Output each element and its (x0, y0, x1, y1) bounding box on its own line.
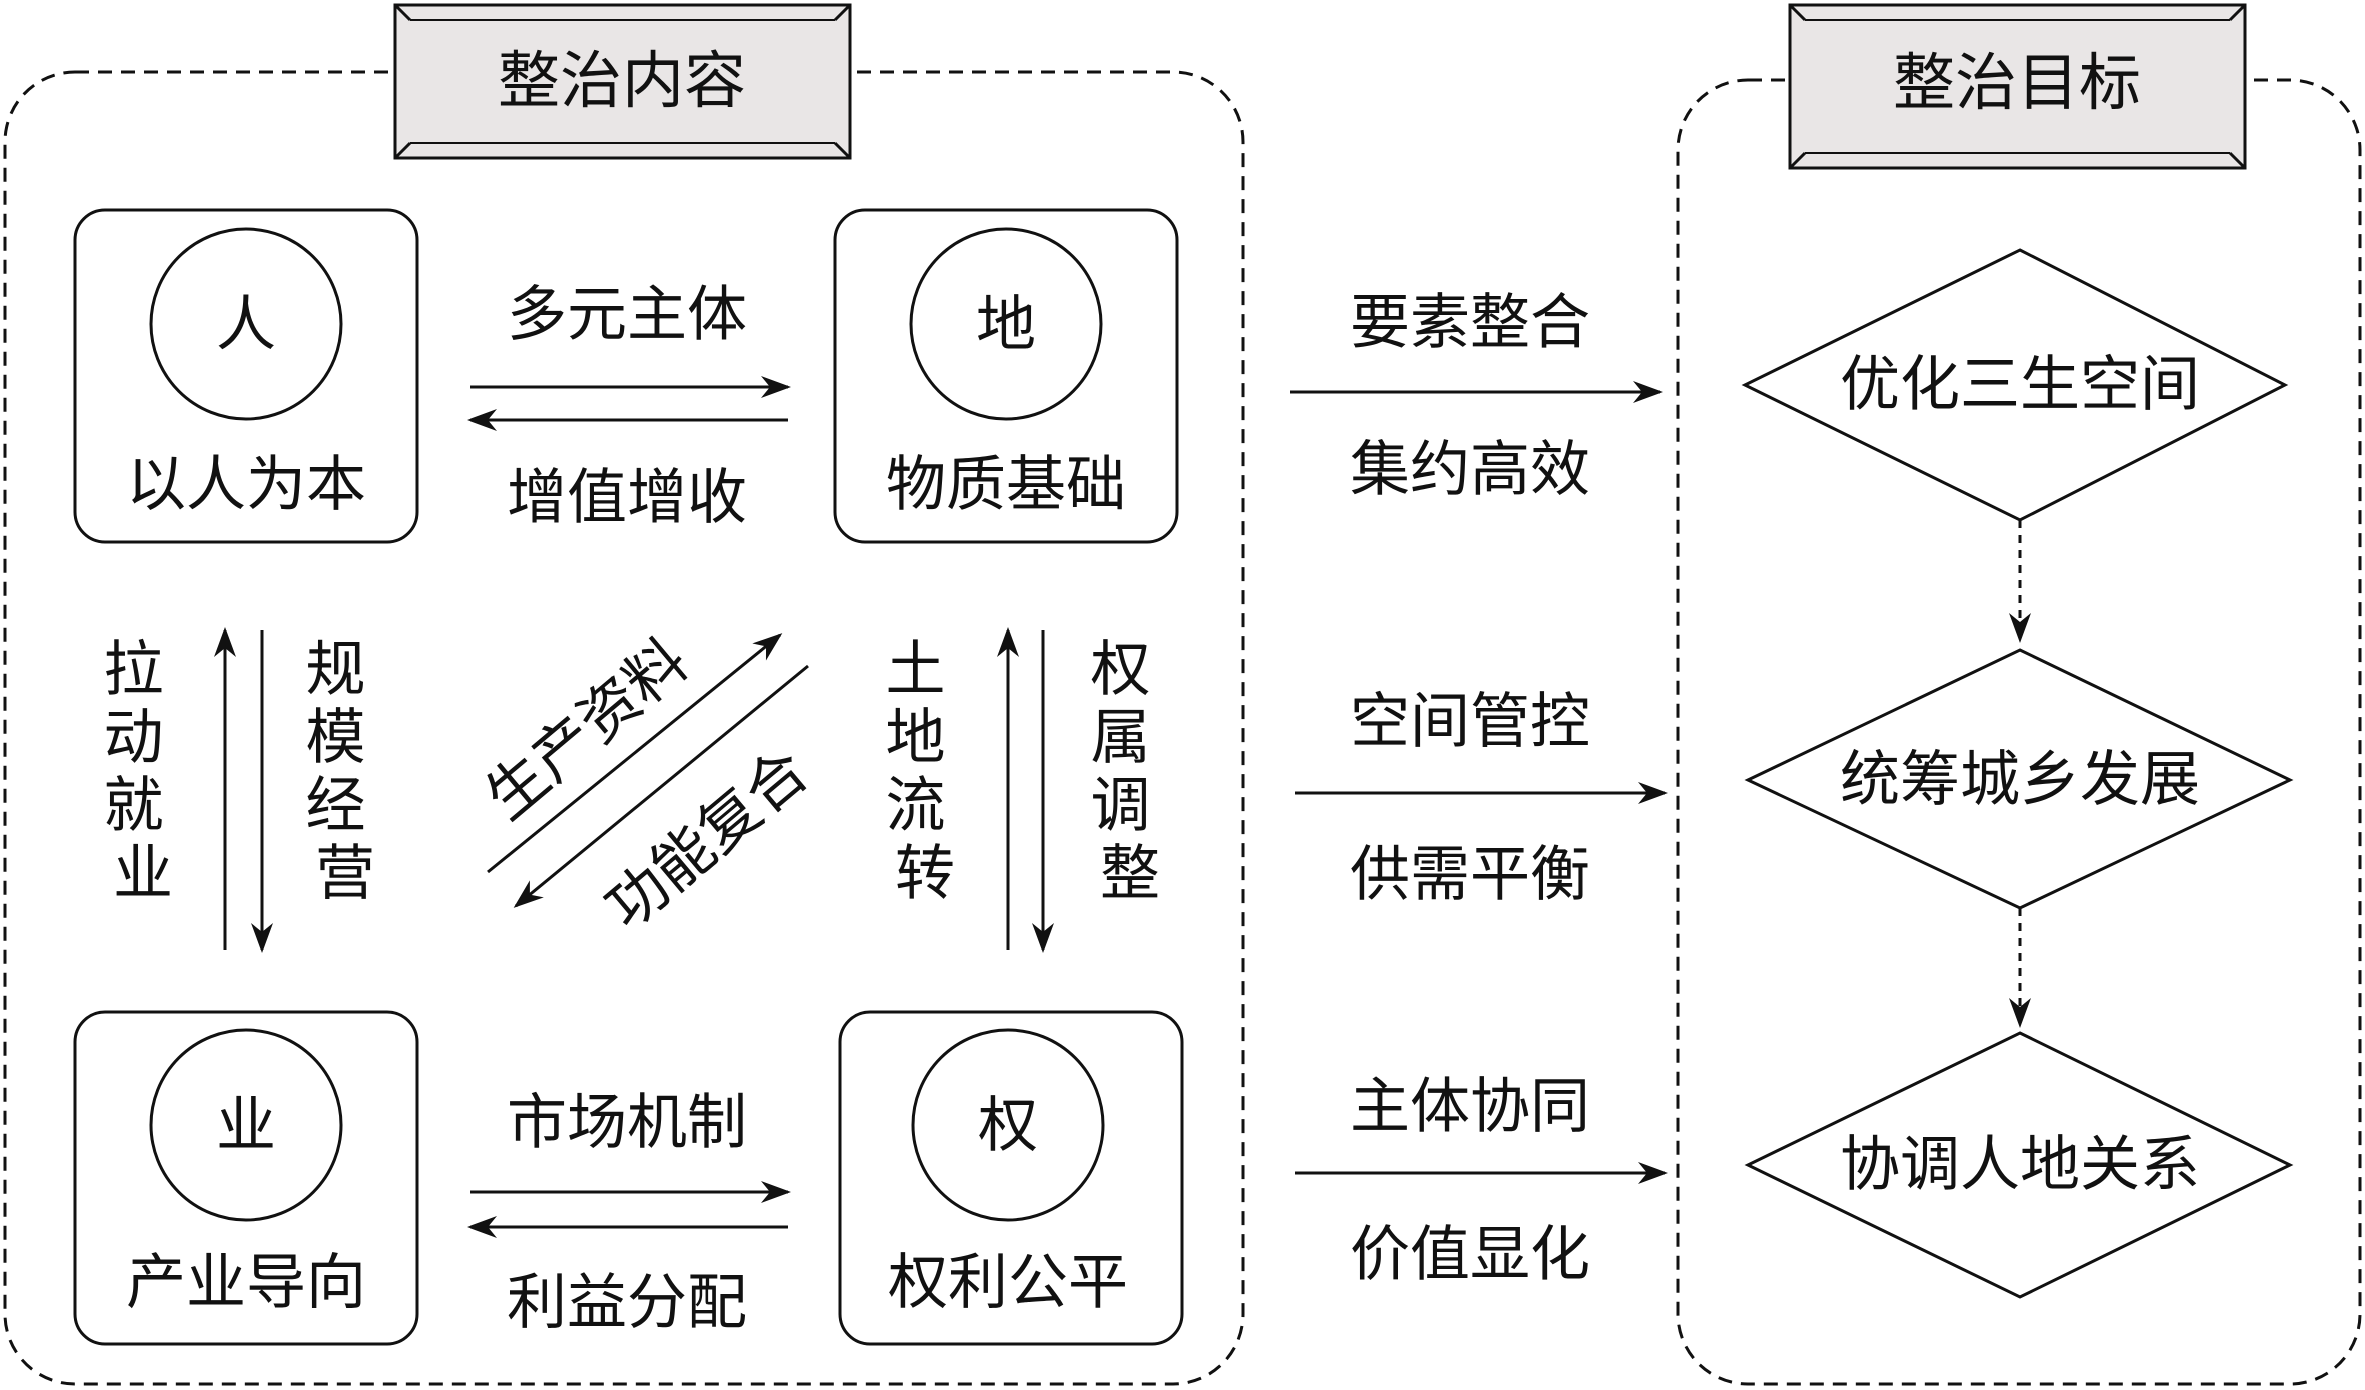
link-ren-ye-up-char: 动 (103, 703, 163, 773)
link-di-quan-down-label: 权 属 调 整 (1090, 635, 1169, 909)
link-diagonal-lower-label: 功能复合 (593, 736, 822, 944)
bridge-1: 要素整合 集约高效 (1290, 288, 1663, 505)
link-ye-quan-backward-label: 利益分配 (507, 1268, 747, 1338)
bridge-3: 主体协同 价值显化 (1295, 1072, 1668, 1290)
content-panel-border (3, 70, 1245, 1386)
node-di: 地 物质基础 (833, 208, 1179, 544)
link-diagonal-down-arrow (513, 664, 809, 908)
node-ren-char: 人 (216, 290, 276, 360)
bridge-2-bottom-label: 供需平衡 (1350, 840, 1590, 910)
link-ren-ye-up-label: 拉 动 就 业 (103, 635, 182, 909)
node-quan-circle (911, 1028, 1105, 1222)
node-ye-circle (149, 1028, 343, 1222)
link-ren-ye-down-char: 经 (305, 771, 365, 841)
node-ren-label: 以人为本 (126, 450, 366, 520)
node-ye-char: 业 (216, 1091, 276, 1161)
goal-3-diamond (1744, 1031, 2294, 1299)
link-ren-ye-up-char: 业 (113, 839, 173, 909)
goal-2-label: 统筹城乡发展 (1840, 745, 2200, 815)
goal-3: 协调人地关系 (1744, 1031, 2294, 1299)
link-diagonal-up-arrow (487, 633, 783, 874)
node-ren: 人 以人为本 (73, 208, 419, 544)
link-ren-ye-up-char: 拉 (103, 635, 163, 705)
node-quan: 权 权利公平 (838, 1010, 1184, 1346)
content-panel-title-text: 整治内容 (498, 44, 746, 117)
content-panel-title: 整治内容 (393, 3, 852, 160)
link-di-quan-down-char: 权 (1090, 635, 1150, 705)
node-ye-label: 产业导向 (126, 1248, 366, 1318)
node-di-label: 物质基础 (886, 450, 1126, 520)
link-di-quan-up-char: 土 (885, 635, 945, 705)
node-di-char: 地 (976, 290, 1036, 360)
link-ren-ye-down-char: 模 (305, 703, 365, 773)
bridge-1-top-label: 要素整合 (1350, 288, 1590, 358)
link-di-quan-up-char: 转 (895, 839, 955, 909)
goal-panel-title-text: 整治目标 (1893, 46, 2141, 119)
link-di-quan-up-char: 流 (885, 771, 945, 841)
link-di-quan-down-char: 调 (1090, 771, 1150, 841)
link-ren-di-forward-label: 多元主体 (507, 280, 747, 350)
bridge-1-bottom-label: 集约高效 (1350, 435, 1590, 505)
node-quan-char: 权 (978, 1091, 1038, 1161)
goal-3-label: 协调人地关系 (1840, 1130, 2200, 1200)
node-ye: 业 产业导向 (73, 1010, 419, 1346)
bridge-3-bottom-label: 价值显化 (1350, 1220, 1590, 1290)
link-di-quan-up-char: 地 (885, 703, 945, 773)
bridge-2-top-label: 空间管控 (1350, 687, 1590, 757)
goal-panel-border (1676, 78, 2362, 1386)
link-diagonal-upper-label: 生产资料 (473, 626, 702, 834)
link-ren-ye-up-char: 就 (103, 771, 163, 841)
node-ren-circle (149, 227, 343, 421)
bridge-2: 空间管控 供需平衡 (1295, 687, 1668, 910)
goal-2: 统筹城乡发展 (1744, 648, 2294, 910)
goal-panel-title: 整治目标 (1788, 3, 2247, 170)
link-ren-ye: 拉 动 就 业 规 模 经 营 (103, 627, 384, 953)
link-di-quan-down-char: 整 (1100, 839, 1160, 909)
node-quan-label: 权利公平 (888, 1248, 1128, 1318)
link-diagonal: 生产资料 功能复合 (473, 626, 822, 944)
goal-1: 优化三生空间 (1741, 248, 2289, 522)
node-di-circle (909, 227, 1103, 421)
link-ren-ye-down-char: 规 (305, 635, 365, 705)
link-ren-di-backward-label: 增值增收 (507, 463, 747, 533)
link-ren-ye-down-char: 营 (315, 839, 375, 909)
link-ye-quan-forward-label: 市场机制 (507, 1088, 747, 1158)
bridge-3-top-label: 主体协同 (1350, 1072, 1590, 1142)
link-ren-ye-down-label: 规 模 经 营 (305, 635, 384, 909)
link-ye-quan: 市场机制 利益分配 (467, 1088, 791, 1338)
link-di-quan-down-char: 属 (1090, 703, 1150, 773)
goal-1-label: 优化三生空间 (1840, 350, 2200, 420)
link-di-quan: 土 地 流 转 权 属 调 整 (885, 627, 1169, 953)
link-ren-di: 多元主体 增值增收 (467, 280, 791, 533)
link-di-quan-up-label: 土 地 流 转 (885, 635, 964, 909)
